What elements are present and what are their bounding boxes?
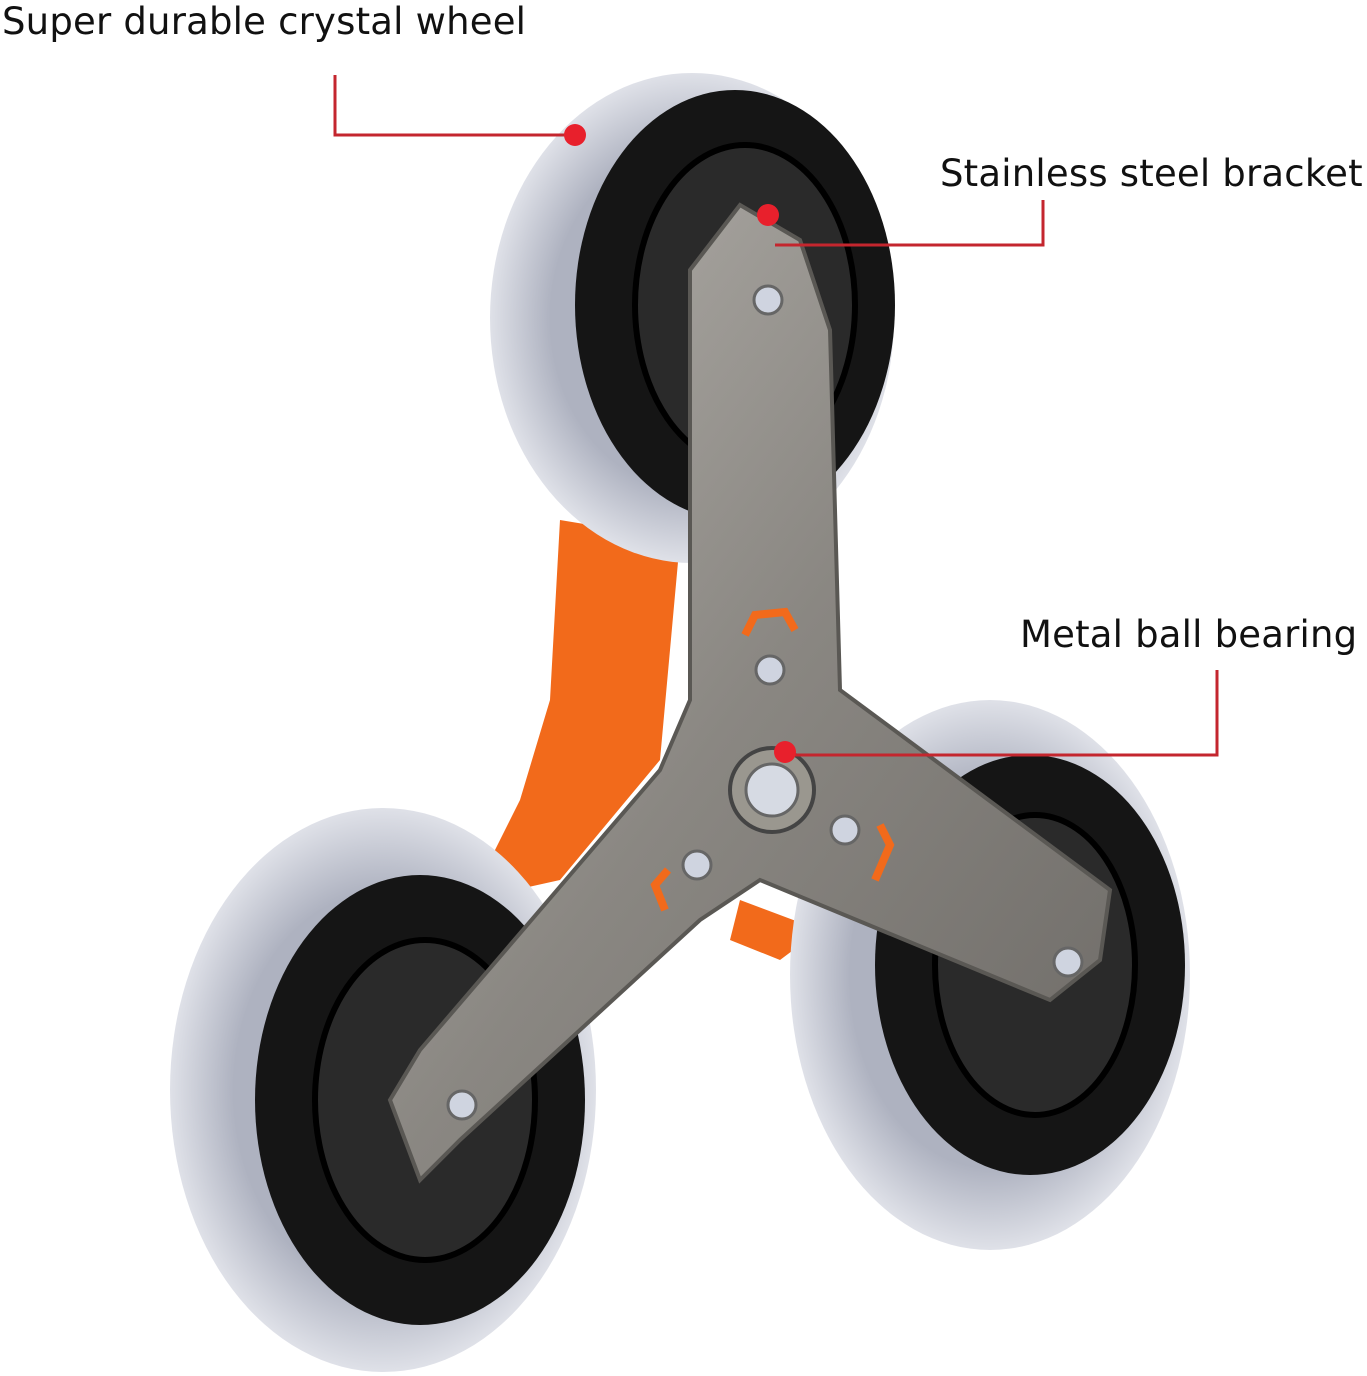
callout-wheel-label: Super durable crystal wheel [2, 0, 527, 43]
callout-dots [564, 124, 796, 763]
left-wheel [170, 808, 596, 1372]
orange-frame [470, 520, 820, 960]
screw-icons [446, 284, 1084, 1121]
callout-bracket-label: Stainless steel bracket [940, 152, 1363, 195]
callout-lines [333, 75, 1219, 757]
ball-bearing [728, 746, 816, 834]
callout-bearing-label: Metal ball bearing [1020, 613, 1358, 656]
steel-bracket [387, 202, 1113, 1184]
orange-marks [650, 607, 895, 912]
